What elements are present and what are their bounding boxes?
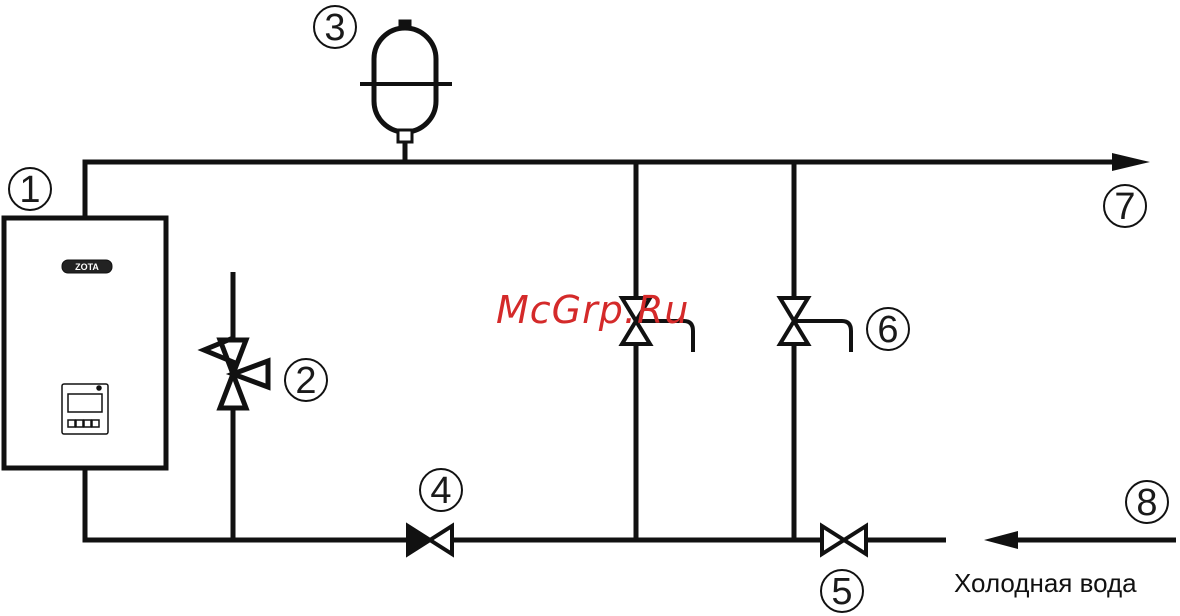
top-supply-pipe <box>85 162 1118 218</box>
expansion-tank-body <box>374 28 436 132</box>
label-1-text: 1 <box>19 169 40 211</box>
label-6-text: 6 <box>877 309 898 351</box>
boiler: ZOTA <box>4 218 166 468</box>
boiler-body <box>4 218 166 468</box>
label-7-text: 7 <box>1114 186 1135 228</box>
label-4-text: 4 <box>430 470 451 512</box>
bottom-return-pipe <box>85 468 408 540</box>
watermark: McGrp.Ru <box>496 288 689 332</box>
label-3-text: 3 <box>324 7 345 49</box>
label-4: 4 <box>420 469 462 512</box>
boiler-logo: ZOTA <box>62 260 112 273</box>
hot-water-out-arrow <box>1112 153 1150 171</box>
label-8: 8 <box>1126 481 1168 524</box>
boiler-logo-text: ZOTA <box>75 262 99 272</box>
drain-valve-6 <box>780 298 851 352</box>
valve-5 <box>822 526 866 554</box>
label-6: 6 <box>867 308 909 351</box>
label-1: 1 <box>9 168 51 211</box>
label-5: 5 <box>821 570 863 613</box>
valve-4 <box>408 526 452 554</box>
cold-water-caption: Холодная вода <box>954 568 1137 598</box>
cold-water-in-arrow <box>984 531 1018 549</box>
safety-valve <box>220 340 268 408</box>
label-8-text: 8 <box>1136 482 1157 524</box>
label-7: 7 <box>1104 185 1146 228</box>
label-2: 2 <box>285 359 327 402</box>
label-5-text: 5 <box>831 571 852 613</box>
label-2-text: 2 <box>295 360 316 402</box>
expansion-tank <box>360 20 452 142</box>
label-3: 3 <box>314 6 356 49</box>
